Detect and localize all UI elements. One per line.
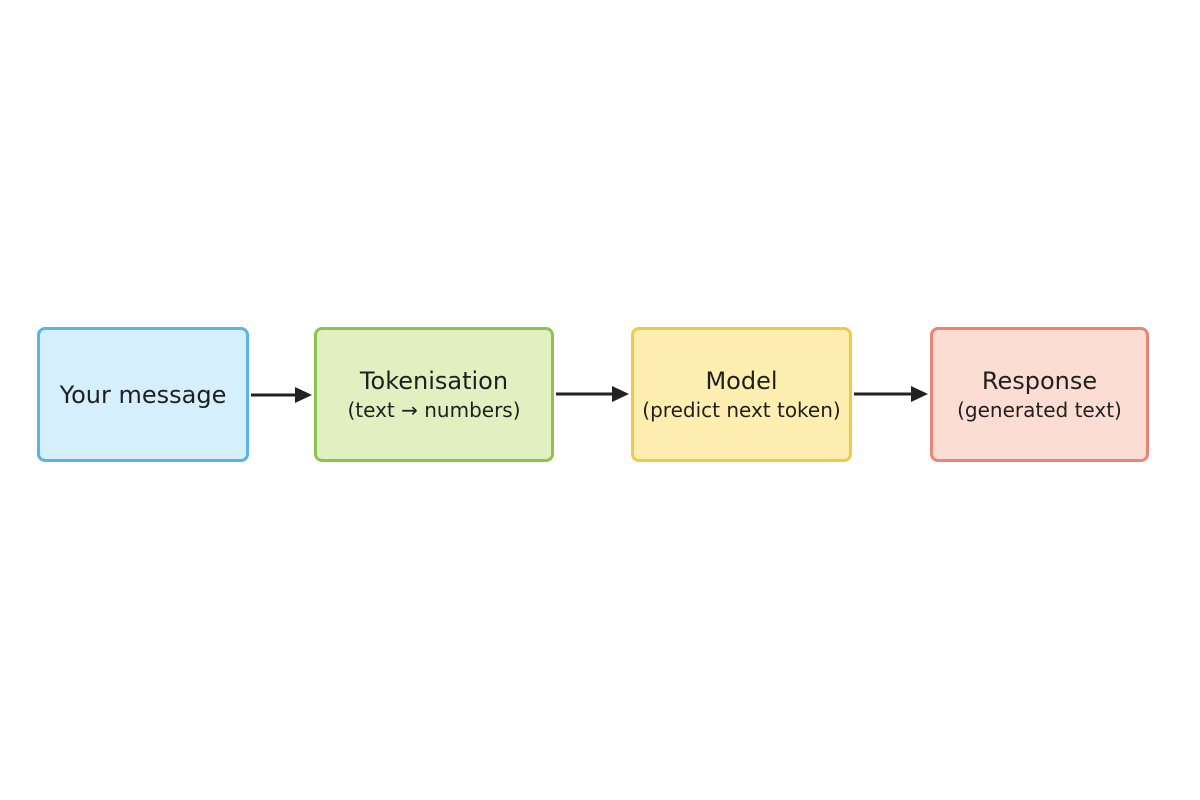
node-subtitle: (generated text)	[957, 397, 1122, 422]
node-title: Model	[705, 366, 778, 395]
node-model: Model (predict next token)	[631, 327, 852, 462]
node-your-message: Your message	[37, 327, 249, 462]
node-title: Your message	[59, 380, 227, 409]
node-title: Tokenisation	[359, 366, 509, 395]
arrow-model-to-response	[854, 386, 928, 402]
node-title: Response	[981, 366, 1098, 395]
node-subtitle: (predict next token)	[642, 397, 841, 422]
arrow-tokenisation-to-model	[556, 386, 629, 402]
node-tokenisation: Tokenisation (text → numbers)	[314, 327, 554, 462]
node-response: Response (generated text)	[930, 327, 1149, 462]
node-subtitle: (text → numbers)	[347, 397, 521, 422]
arrow-message-to-tokenisation	[251, 387, 312, 403]
